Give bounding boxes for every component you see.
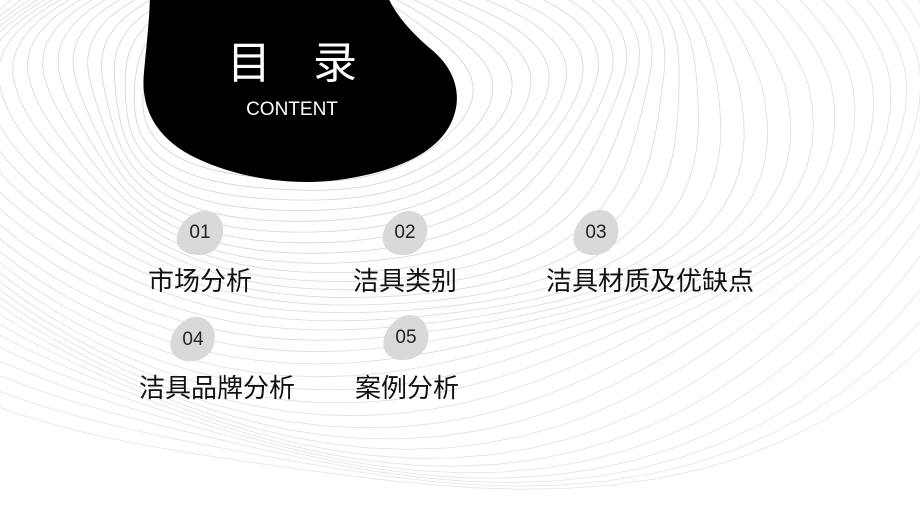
contour-line — [0, 0, 699, 314]
contour-line — [0, 289, 920, 484]
contour-line — [72, 0, 584, 244]
badge-shape-icon — [176, 210, 224, 256]
badge-number: 05 — [395, 327, 417, 348]
contour-line — [0, 0, 907, 429]
badge-number: 04 — [182, 329, 204, 350]
contour-line — [0, 0, 920, 459]
item-label-1[interactable]: 市场分析 — [147, 267, 252, 297]
contour-line — [0, 0, 722, 322]
badge-shape-icon — [382, 211, 428, 256]
badge-shape-icon — [573, 210, 619, 256]
contour-line — [0, 255, 920, 479]
item-label-3[interactable]: 洁具材质及优缺点 — [545, 267, 754, 297]
badge-01: 01 — [174, 208, 226, 258]
badge-02: 02 — [379, 208, 431, 258]
contour-line — [0, 0, 792, 353]
contour-line — [0, 321, 920, 487]
contour-line — [0, 196, 920, 467]
page-subtitle: CONTENT — [246, 99, 338, 120]
contour-line — [0, 0, 680, 306]
badge-shape-icon — [383, 314, 429, 361]
contour-line — [26, 0, 628, 273]
contour-line — [0, 0, 920, 450]
contour-line — [101, 0, 550, 222]
contour-line — [0, 0, 891, 417]
badge-05: 05 — [380, 313, 432, 363]
contour-line — [57, 0, 600, 254]
contour-line — [0, 0, 745, 331]
contour-line — [42, 0, 614, 264]
item-label-2[interactable]: 洁具类别 — [352, 267, 457, 297]
contour-line — [0, 0, 666, 298]
page-title: 目 录 — [227, 38, 371, 89]
badge-03: 03 — [570, 208, 622, 258]
contour-line — [113, 0, 532, 211]
contour-line — [0, 0, 856, 391]
contour-line — [0, 0, 814, 365]
contour-line — [0, 224, 920, 474]
contour-line — [0, 0, 769, 341]
contour-line — [0, 0, 920, 440]
badge-04: 04 — [167, 315, 219, 365]
contour-line — [0, 0, 653, 291]
item-label-5[interactable]: 案例分析 — [354, 374, 459, 404]
contour-line — [0, 0, 875, 404]
contour-line — [12, 0, 640, 282]
item-label-4[interactable]: 洁具品牌分析 — [138, 374, 295, 404]
black-blob-shape — [143, 0, 457, 182]
contour-line — [87, 0, 568, 233]
contour-line — [0, 0, 836, 378]
badge-number: 02 — [394, 222, 416, 243]
contour-line — [0, 347, 920, 490]
badge-shape-icon — [170, 316, 215, 362]
badge-number: 03 — [585, 222, 607, 243]
contour-line — [124, 0, 513, 201]
badge-number: 01 — [189, 222, 211, 243]
contour-line — [133, 0, 494, 191]
